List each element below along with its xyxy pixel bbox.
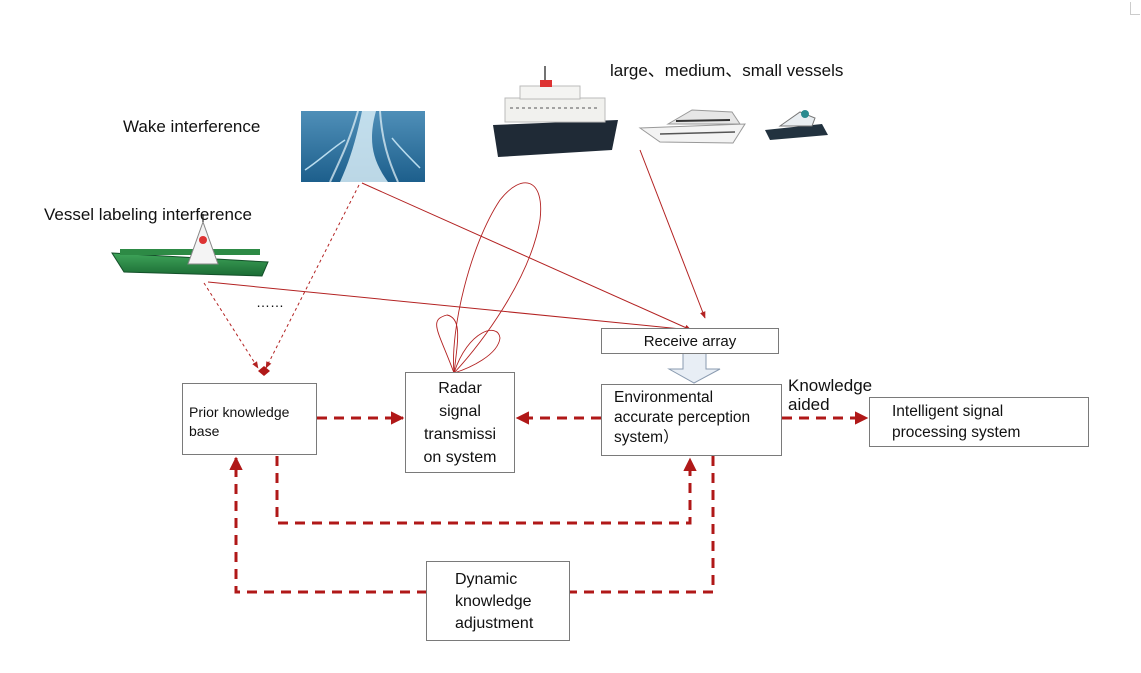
wake-to-receive-line bbox=[361, 182, 692, 331]
receive-array-box: Receive array bbox=[601, 328, 779, 354]
environmental-perception-box: Environmental accurate perception system… bbox=[601, 384, 782, 456]
dynamic-knowledge-adjustment-box: Dynamic knowledge adjustment bbox=[426, 561, 570, 641]
prior-knowledge-base-box: Prior knowledge base bbox=[182, 383, 317, 455]
environmental-perception-label: Environmental accurate perception system… bbox=[614, 389, 751, 446]
radar-transmission-box: Radar signal transmissi on system bbox=[405, 372, 515, 473]
large-ferry-ship bbox=[493, 66, 618, 157]
prior-to-env-loop-arrow bbox=[275, 456, 697, 525]
radar-lobe-left bbox=[436, 314, 459, 374]
wake-interference-label: Wake interference bbox=[123, 117, 261, 136]
radar-transmission-label: Radar signal transmissi on system bbox=[423, 380, 497, 466]
small-jet-ski bbox=[765, 110, 828, 140]
intelligent-signal-processing-label: Intelligent signal processing system bbox=[892, 403, 1021, 441]
env-to-dynamic-arrow bbox=[570, 456, 715, 594]
barge-to-receive-line bbox=[207, 281, 692, 333]
wake-to-prior-dashed-line bbox=[265, 184, 360, 369]
knowledge-aided-label: Knowledge aided bbox=[788, 376, 873, 414]
prior-knowledge-base-label: Prior knowledge base bbox=[189, 404, 290, 439]
medium-yacht bbox=[638, 109, 746, 144]
interference-lines bbox=[203, 149, 706, 374]
radar-lobe-main bbox=[453, 182, 542, 374]
receive-array-label: Receive array bbox=[643, 333, 737, 350]
receive-to-env-hollow-arrow bbox=[667, 352, 721, 384]
flow-arrows bbox=[229, 411, 869, 594]
wake-water-photo bbox=[301, 110, 425, 183]
barge-to-prior-dashed-line bbox=[203, 282, 259, 369]
vessel-labeling-interference-label: Vessel labeling interference bbox=[44, 205, 252, 224]
dynamic-to-prior-arrow bbox=[229, 456, 427, 594]
radar-lobe-right bbox=[453, 329, 501, 374]
green-buoy-barge bbox=[111, 214, 269, 277]
intelligent-signal-processing-box: Intelligent signal processing system bbox=[869, 397, 1089, 447]
corner-mark bbox=[1130, 2, 1140, 15]
ellipsis-label: …… bbox=[256, 294, 284, 310]
vessel-sizes-label: large、medium、small vessels bbox=[610, 61, 844, 80]
vessels-to-receive-line bbox=[639, 149, 706, 319]
prior-arrival-diamond bbox=[258, 366, 270, 376]
dynamic-knowledge-adjustment-label: Dynamic knowledge adjustment bbox=[455, 571, 534, 632]
